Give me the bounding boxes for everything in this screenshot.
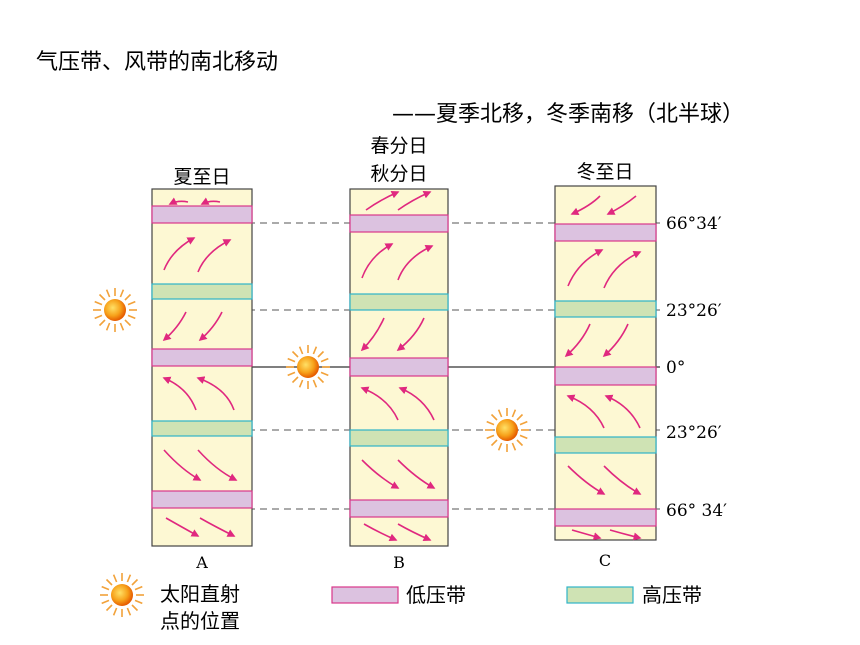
wind-arrow <box>163 237 196 271</box>
low-pressure-band <box>554 366 657 386</box>
wind-arrow <box>168 197 189 205</box>
sun-icon <box>93 288 137 332</box>
wind-arrow <box>396 317 425 351</box>
latitude-labels: 66°34′ 23°26′ 0° 23°26′ 66° 34′ <box>666 214 727 521</box>
low-pressure-band <box>554 223 657 242</box>
wind-arrow <box>365 190 400 211</box>
legend: 太阳直射 点的位置 低压带 高压带 <box>100 573 702 633</box>
page-subtitle: ——夏季北移，冬季南移（北半球） <box>392 102 745 127</box>
wind-arrow <box>602 323 629 358</box>
wind-arrow <box>397 459 436 489</box>
wind-arrow <box>567 249 604 287</box>
letter-c: C <box>599 551 611 570</box>
wind-arrow <box>609 529 642 541</box>
low-pressure-band <box>349 214 449 233</box>
header-b-line2: 秋分日 <box>370 163 427 185</box>
wind-arrow <box>162 376 197 411</box>
high-pressure-band <box>554 436 657 454</box>
wind-arrow <box>361 459 400 489</box>
wind-arrow <box>566 394 605 429</box>
wind-arrow <box>196 376 235 411</box>
lat-label: 0° <box>666 358 685 378</box>
wind-arrow <box>398 386 435 421</box>
lat-label: 66°34′ <box>666 214 722 234</box>
lat-label: 23°26′ <box>666 423 722 443</box>
sun-icon <box>100 573 144 617</box>
wind-arrow <box>197 239 232 273</box>
letter-a: A <box>195 553 208 572</box>
wind-arrow <box>165 517 200 537</box>
header-c: 冬至日 <box>576 161 633 183</box>
lat-label: 66° 34′ <box>666 501 727 521</box>
wind-arrow <box>603 465 642 495</box>
wind-arrow <box>199 517 236 537</box>
wind-arrow <box>567 465 606 495</box>
wind-arrow <box>606 195 637 215</box>
wind-arrow <box>397 523 432 542</box>
wind-arrow <box>363 523 398 542</box>
high-pressure-band <box>349 293 449 311</box>
sun-icon <box>485 408 529 452</box>
wind-arrow <box>361 243 394 279</box>
wind-arrow <box>397 245 434 281</box>
lat-label: 23°26′ <box>666 301 722 321</box>
wind-arrow <box>198 311 223 342</box>
legend-low-label: 低压带 <box>406 583 466 607</box>
legend-high-label: 高压带 <box>642 583 702 607</box>
wind-arrow <box>200 197 221 205</box>
low-pressure-band <box>151 205 253 224</box>
wind-arrow <box>570 195 601 216</box>
low-pressure-band <box>151 490 253 509</box>
wind-arrow <box>197 449 238 481</box>
high-pressure-band <box>554 300 657 318</box>
legend-low-swatch <box>331 586 399 604</box>
header-a: 夏至日 <box>173 166 230 188</box>
low-pressure-band <box>349 357 449 377</box>
legend-sun-line2: 点的位置 <box>160 609 240 633</box>
high-pressure-band <box>151 283 253 300</box>
low-pressure-band <box>151 348 253 367</box>
high-pressure-band <box>349 429 449 447</box>
sun-icon <box>286 345 330 389</box>
column-letters: A B C <box>195 551 611 572</box>
low-pressure-band <box>349 499 449 518</box>
letter-b: B <box>393 553 405 572</box>
wind-arrow <box>564 323 591 358</box>
page-title: 气压带、风带的南北移动 <box>36 50 279 75</box>
wind-arrow <box>604 394 641 429</box>
legend-sun-line1: 太阳直射 <box>160 582 240 606</box>
column-b <box>349 188 449 547</box>
wind-arrow <box>162 311 187 342</box>
wind-arrow <box>163 449 202 481</box>
wind-arrow <box>397 190 432 211</box>
legend-high-swatch <box>566 586 634 604</box>
high-pressure-band <box>151 420 253 437</box>
wind-arrow <box>360 317 385 352</box>
low-pressure-band <box>554 508 657 527</box>
header-b-line1: 春分日 <box>370 135 427 157</box>
column-a <box>151 188 253 547</box>
wind-arrow <box>603 251 642 289</box>
wind-arrow <box>571 529 602 541</box>
wind-arrow <box>360 386 399 421</box>
column-headers: 夏至日 春分日 秋分日 冬至日 <box>173 135 633 188</box>
column-c <box>554 185 657 541</box>
